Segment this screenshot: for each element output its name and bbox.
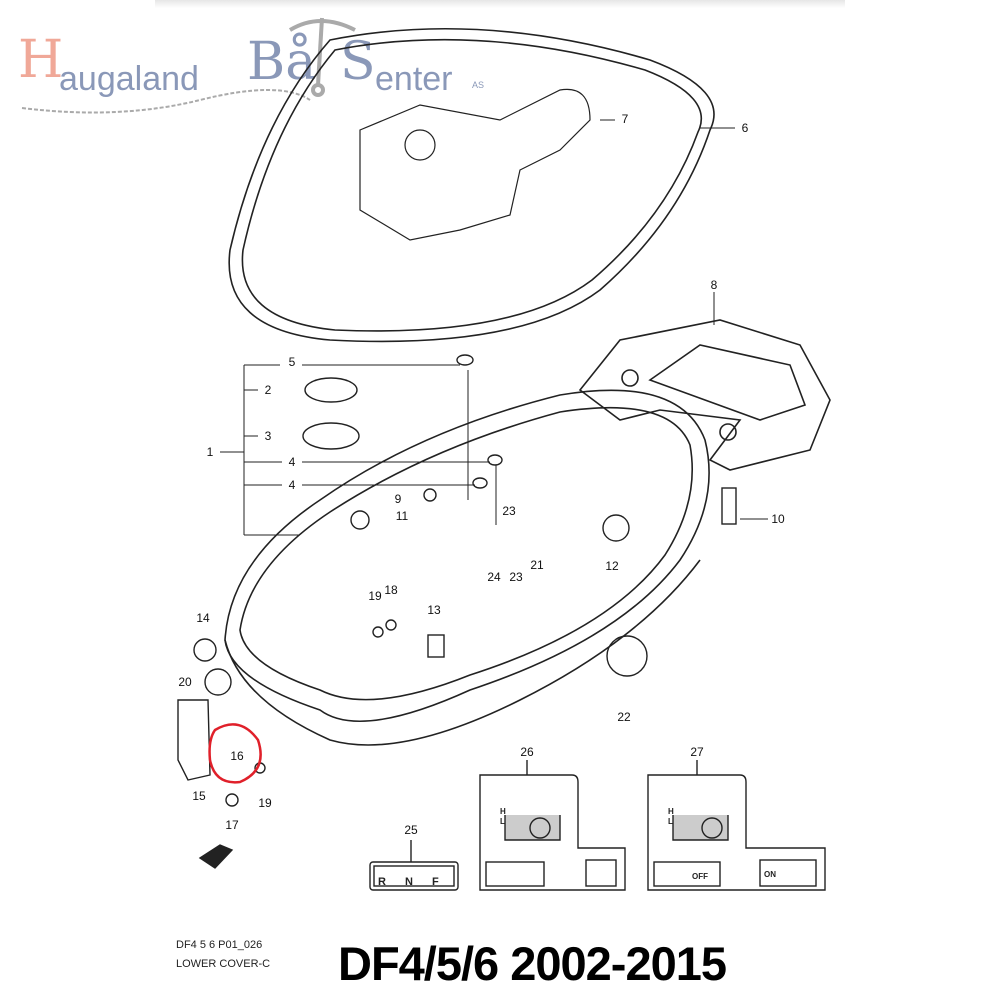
handle-part-8	[578, 319, 831, 471]
top-edge	[155, 0, 845, 8]
decal-letter-n: N	[405, 876, 413, 888]
diagram-section: LOWER COVER-C	[176, 958, 271, 970]
level-l: L	[668, 817, 673, 826]
callout-11: 11	[396, 509, 409, 523]
callout-2: 2	[265, 383, 272, 397]
logo-suffix: AS	[472, 80, 485, 90]
decal-letter-r: R	[378, 876, 386, 888]
level-h: H	[668, 807, 674, 816]
diagram-caption: DF4 5 6 P01_026 LOWER COVER-C	[176, 936, 270, 974]
callout-22: 22	[617, 710, 631, 724]
callout-17: 17	[225, 818, 239, 832]
level-l: L	[500, 817, 505, 826]
callout-7: 7	[622, 112, 629, 126]
lower-cover-part-1	[224, 389, 710, 746]
logo-word-2: enter	[375, 60, 453, 98]
decal-27	[647, 760, 826, 891]
callout-9: 9	[395, 492, 402, 506]
decal-letter-f: F	[432, 876, 439, 888]
leader-lines	[220, 119, 768, 536]
callout-1: 1	[207, 445, 214, 459]
callout-23: 23	[502, 504, 516, 518]
logo-initial: H	[18, 30, 64, 90]
small-parts	[177, 354, 737, 869]
highlight-circle	[208, 723, 262, 784]
callout-4: 4	[289, 455, 296, 469]
logo-s: S	[340, 32, 376, 92]
logo-word-1: augaland	[59, 60, 199, 98]
callout-18: 18	[384, 583, 398, 597]
decal-25	[369, 840, 459, 891]
off-label: OFF	[692, 872, 708, 881]
callout-16: 16	[230, 749, 244, 763]
callout-25: 25	[404, 823, 418, 837]
level-h: H	[500, 807, 506, 816]
callout-3: 3	[265, 429, 272, 443]
callout-23: 23	[509, 570, 523, 584]
callout-24: 24	[487, 570, 501, 584]
callout-15: 15	[192, 789, 206, 803]
callout-19: 19	[258, 796, 272, 810]
gasket-part-6	[228, 27, 715, 343]
callout-4: 4	[289, 478, 296, 492]
callout-26: 26	[520, 745, 534, 759]
callout-27: 27	[690, 745, 704, 759]
callout-21: 21	[530, 558, 544, 572]
callout-8: 8	[711, 278, 718, 292]
callout-19: 19	[368, 589, 382, 603]
front-arrow-icon	[198, 844, 234, 869]
callout-12: 12	[605, 559, 619, 573]
callout-13: 13	[427, 603, 441, 617]
logo-boat: Bå	[247, 32, 317, 92]
model-title: DF4/5/6 2002-2015	[338, 937, 727, 990]
anchor-icon	[21, 17, 356, 114]
callout-10: 10	[771, 512, 785, 526]
diagram-code: DF4 5 6 P01_026	[176, 939, 263, 951]
decal-26	[479, 760, 626, 891]
callout-6: 6	[742, 121, 749, 135]
callout-5: 5	[289, 355, 296, 369]
callout-14: 14	[196, 611, 210, 625]
on-label: ON	[764, 870, 776, 879]
callout-20: 20	[178, 675, 192, 689]
company-logo: H augaland Bå S enter AS	[15, 10, 495, 120]
